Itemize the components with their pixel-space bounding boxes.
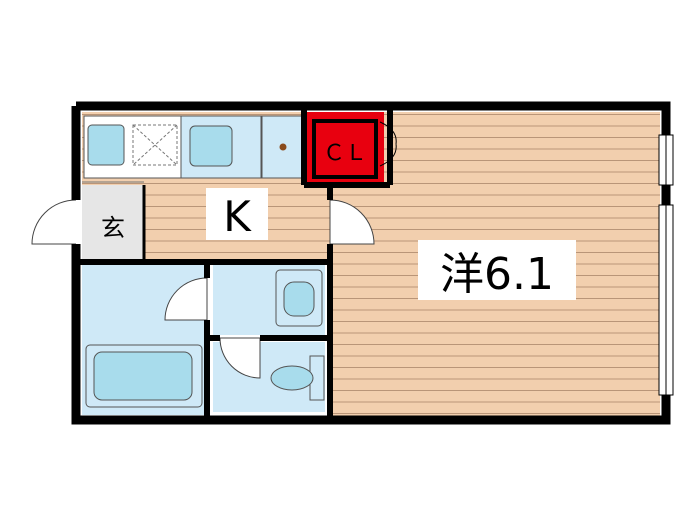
entrance-label-bg: [96, 205, 132, 243]
kitchen-label: K: [223, 192, 252, 241]
sink-basin: [189, 125, 233, 167]
fridge-space: [132, 124, 178, 166]
western-label: 洋6.1: [440, 249, 554, 300]
western-label-bg: [418, 240, 576, 300]
entrance-door: [31, 199, 77, 245]
closet-label: ＣＬ: [323, 141, 367, 166]
washroom-door: [164, 277, 208, 321]
kitchen-label-bg: [206, 188, 268, 240]
toilet-door: [219, 337, 261, 379]
entrance-label: 玄: [101, 214, 125, 242]
sink-left: [87, 124, 125, 166]
exterior-wall: [71, 101, 671, 425]
toilet-bowl: [270, 365, 314, 391]
drain-dot: [279, 143, 287, 151]
room-door: [329, 199, 375, 245]
